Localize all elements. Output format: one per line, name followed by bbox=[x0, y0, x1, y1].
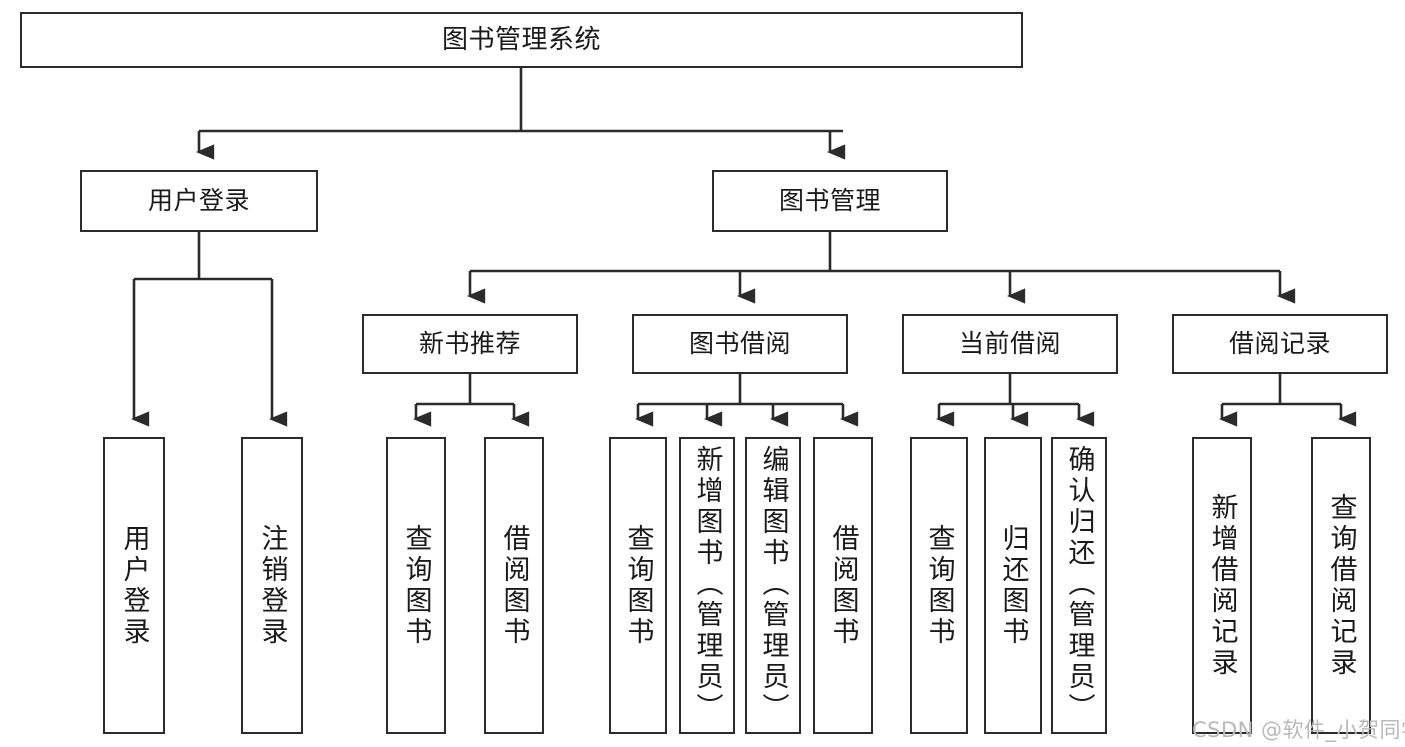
node-label: 查询图书 bbox=[622, 523, 654, 648]
node-leaf-query-book-2[interactable]: 查询图书 bbox=[609, 437, 667, 734]
node-label: 新增借阅记录 bbox=[1206, 492, 1238, 679]
node-new-book-recommend[interactable]: 新书推荐 bbox=[362, 314, 578, 374]
node-leaf-borrow-book-1[interactable]: 借阅图书 bbox=[484, 437, 544, 734]
node-leaf-user-login[interactable]: 用户登录 bbox=[103, 437, 165, 734]
node-borrow-record[interactable]: 借阅记录 bbox=[1172, 314, 1388, 374]
node-user-login[interactable]: 用户登录 bbox=[80, 170, 318, 232]
node-label: 查询图书 bbox=[400, 523, 432, 648]
node-leaf-add-borrow-record[interactable]: 新增借阅记录 bbox=[1192, 437, 1252, 734]
node-book-manage[interactable]: 图书管理 bbox=[712, 170, 948, 232]
csdn-watermark: CSDN @软件_小贺同学 bbox=[1192, 718, 1405, 742]
node-label: 借阅图书 bbox=[498, 523, 530, 648]
node-label: 用户登录 bbox=[147, 186, 250, 216]
node-label: 编辑图书（管理员） bbox=[757, 445, 789, 724]
node-label: 图书管理 bbox=[778, 186, 881, 216]
node-leaf-query-book-1[interactable]: 查询图书 bbox=[386, 437, 446, 734]
node-leaf-add-book-admin[interactable]: 新增图书（管理员） bbox=[679, 437, 735, 734]
node-leaf-query-book-3[interactable]: 查询图书 bbox=[910, 437, 968, 734]
node-leaf-confirm-return-admin[interactable]: 确认归还（管理员） bbox=[1051, 437, 1107, 734]
node-label: 注销登录 bbox=[256, 523, 288, 648]
node-label: 用户登录 bbox=[118, 523, 150, 648]
node-label: 查询借阅记录 bbox=[1325, 492, 1357, 679]
node-label: 新书推荐 bbox=[418, 329, 521, 359]
node-leaf-edit-book-admin[interactable]: 编辑图书（管理员） bbox=[745, 437, 801, 734]
node-label: 当前借阅 bbox=[958, 329, 1061, 359]
node-book-borrow[interactable]: 图书借阅 bbox=[632, 314, 848, 374]
node-leaf-return-book[interactable]: 归还图书 bbox=[984, 437, 1042, 734]
node-root-system[interactable]: 图书管理系统 bbox=[20, 12, 1023, 68]
node-leaf-query-borrow-record[interactable]: 查询借阅记录 bbox=[1311, 437, 1371, 734]
node-label: 查询图书 bbox=[923, 523, 955, 648]
node-label: 图书借阅 bbox=[688, 329, 791, 359]
node-leaf-borrow-book-2[interactable]: 借阅图书 bbox=[813, 437, 873, 734]
node-leaf-logout[interactable]: 注销登录 bbox=[241, 437, 303, 734]
node-label: 借阅记录 bbox=[1228, 329, 1331, 359]
node-label: 归还图书 bbox=[997, 523, 1029, 648]
node-label: 确认归还（管理员） bbox=[1063, 445, 1095, 724]
node-label: 图书管理系统 bbox=[441, 24, 601, 55]
node-label: 借阅图书 bbox=[827, 523, 859, 648]
node-current-borrow[interactable]: 当前借阅 bbox=[902, 314, 1118, 374]
node-label: 新增图书（管理员） bbox=[691, 445, 723, 724]
